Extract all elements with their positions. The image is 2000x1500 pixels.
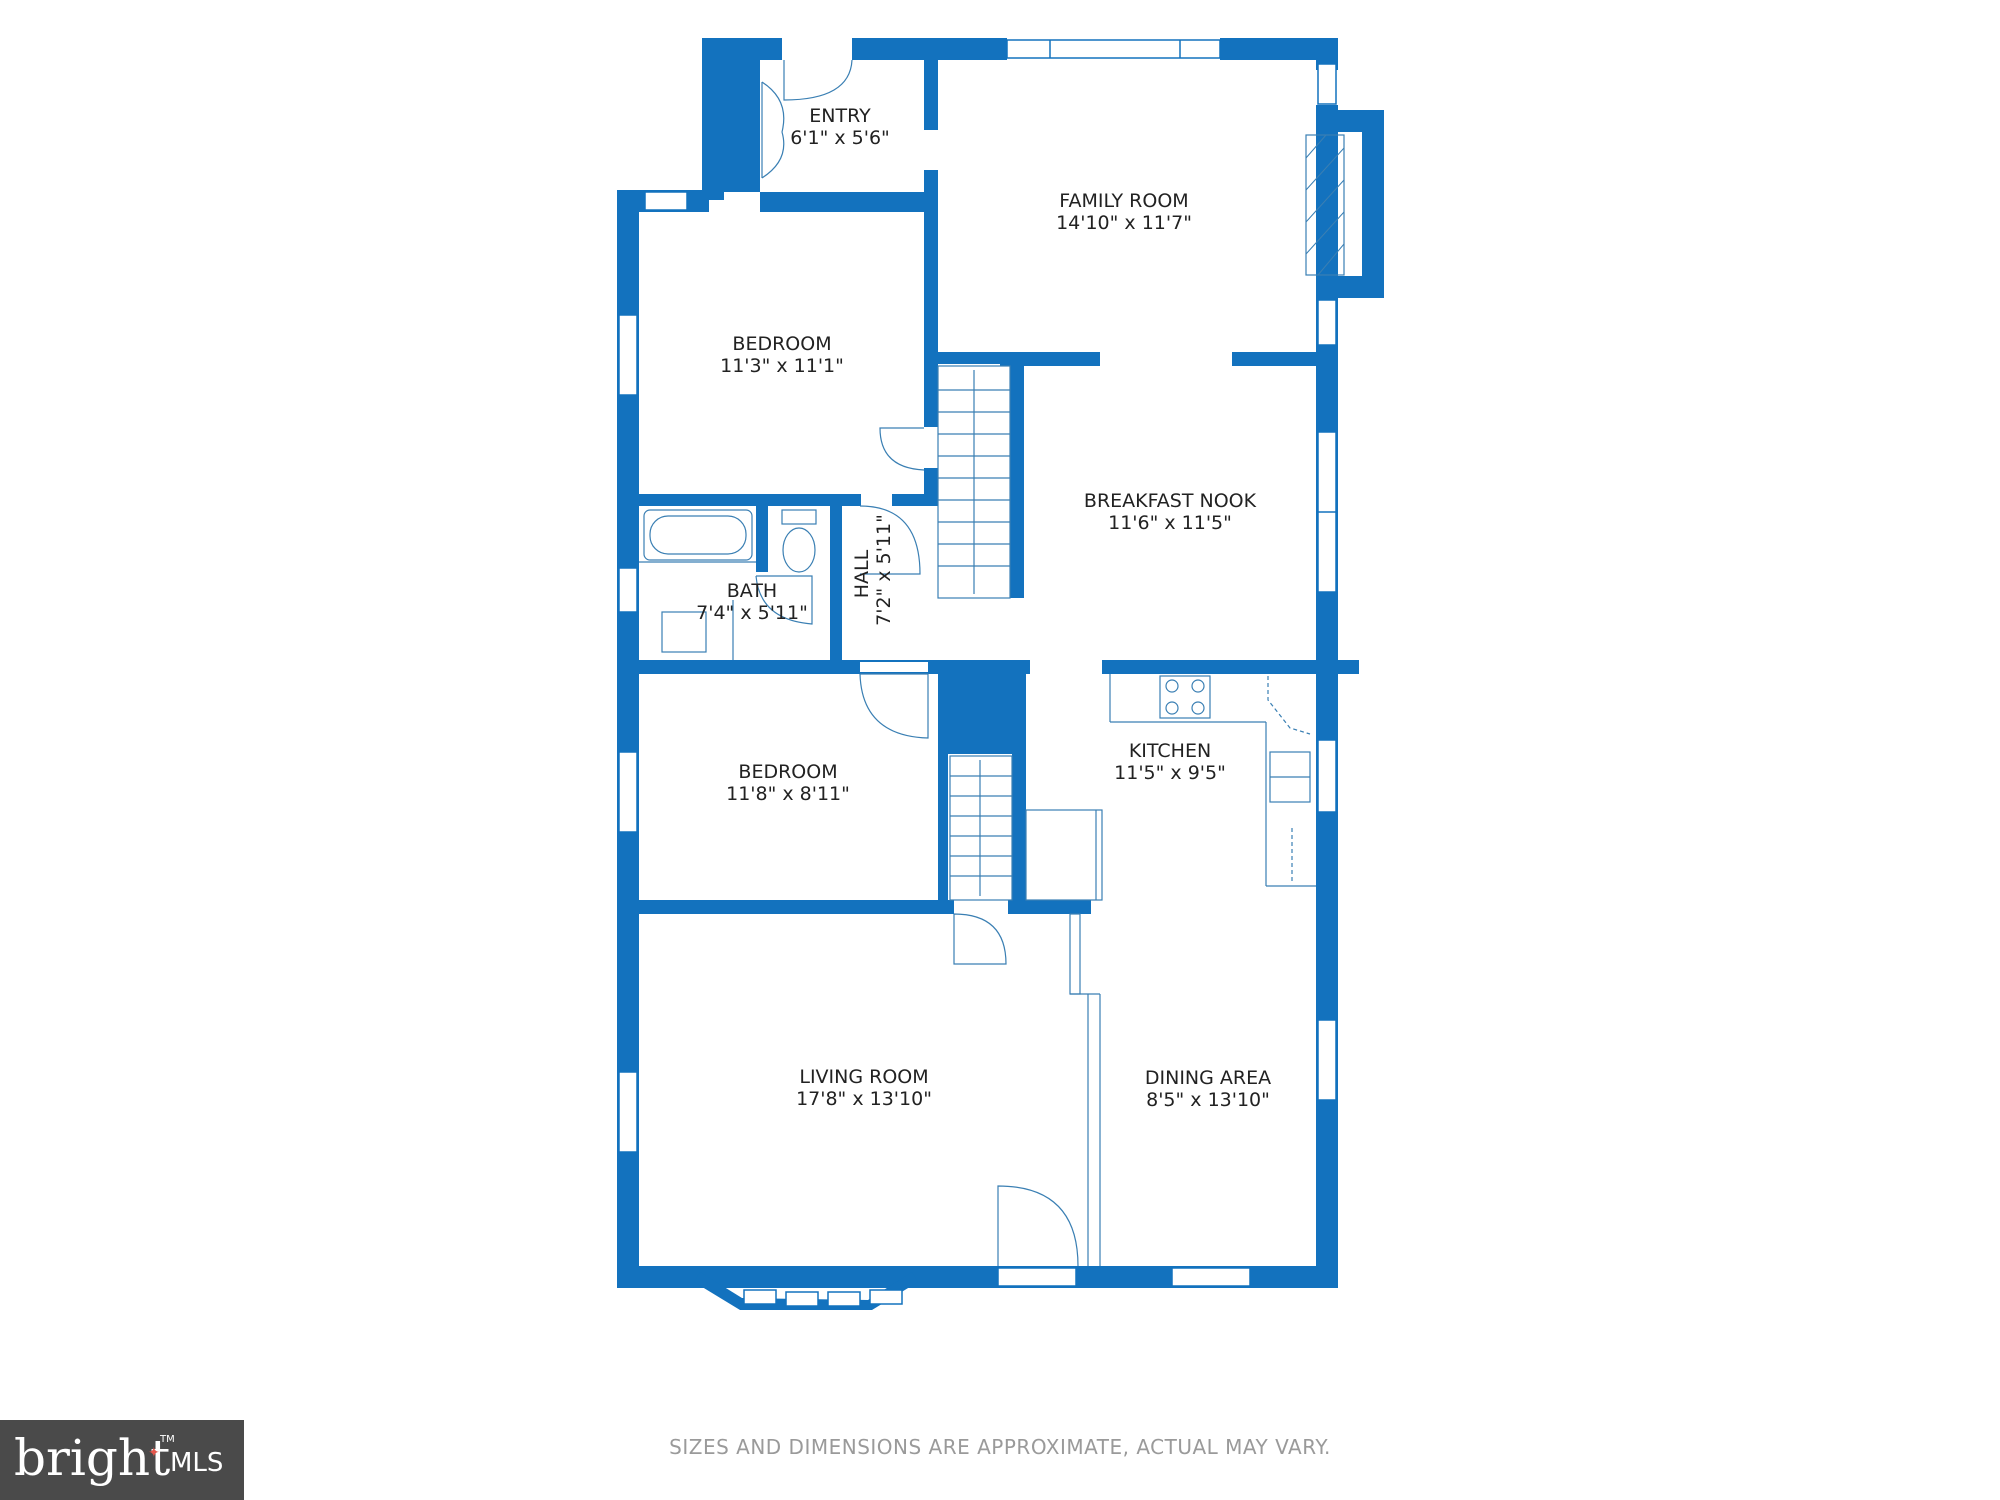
windows bbox=[618, 39, 1337, 1287]
exterior-walls bbox=[617, 38, 1384, 1288]
room-name-hall: HALL bbox=[851, 549, 873, 598]
room-name-entry: ENTRY bbox=[809, 105, 871, 127]
room-name-bedroom1: BEDROOM bbox=[732, 333, 831, 355]
room-name-family: FAMILY ROOM bbox=[1059, 190, 1188, 212]
room-name-kitchen: KITCHEN bbox=[1129, 740, 1211, 762]
room-name-bedroom2: BEDROOM bbox=[738, 761, 837, 783]
room-name-breakfast: BREAKFAST NOOK bbox=[1084, 490, 1257, 512]
logo-trademark: TM bbox=[160, 1434, 175, 1445]
room-labels: ENTRY 6'1" x 5'6" FAMILY ROOM 14'10" x 1… bbox=[696, 105, 1271, 1111]
openings bbox=[782, 38, 1232, 914]
fireplace-hatch bbox=[1305, 134, 1345, 276]
room-dims-bath: 7'4" x 5'11" bbox=[696, 602, 808, 624]
room-name-living: LIVING ROOM bbox=[799, 1066, 928, 1088]
room-dims-kitchen: 11'5" x 9'5" bbox=[1114, 762, 1226, 784]
room-dims-hall: 7'2" x 5'11" bbox=[873, 514, 895, 626]
bay-window bbox=[694, 1272, 918, 1310]
room-dims-living: 17'8" x 13'10" bbox=[796, 1088, 932, 1110]
room-dims-dining: 8'5" x 13'10" bbox=[1146, 1089, 1270, 1111]
logo-mls: MLS bbox=[170, 1448, 224, 1478]
room-dims-bedroom1: 11'3" x 11'1" bbox=[720, 355, 844, 377]
room-dims-family: 14'10" x 11'7" bbox=[1056, 212, 1192, 234]
room-name-dining: DINING AREA bbox=[1145, 1067, 1271, 1089]
room-name-bath: BATH bbox=[727, 580, 777, 602]
room-dims-entry: 6'1" x 5'6" bbox=[790, 127, 890, 149]
bright-mls-logo: bright ✦ TM MLS bbox=[0, 1420, 244, 1500]
fixtures bbox=[639, 59, 1345, 1267]
logo-star-icon: ✦ bbox=[148, 1445, 160, 1461]
room-dims-bedroom2: 11'8" x 8'11" bbox=[726, 783, 850, 805]
disclaimer-text: SIZES AND DIMENSIONS ARE APPROXIMATE, AC… bbox=[669, 1435, 1331, 1459]
room-dims-breakfast: 11'6" x 11'5" bbox=[1108, 512, 1232, 534]
logo-word: bright bbox=[14, 1429, 171, 1487]
